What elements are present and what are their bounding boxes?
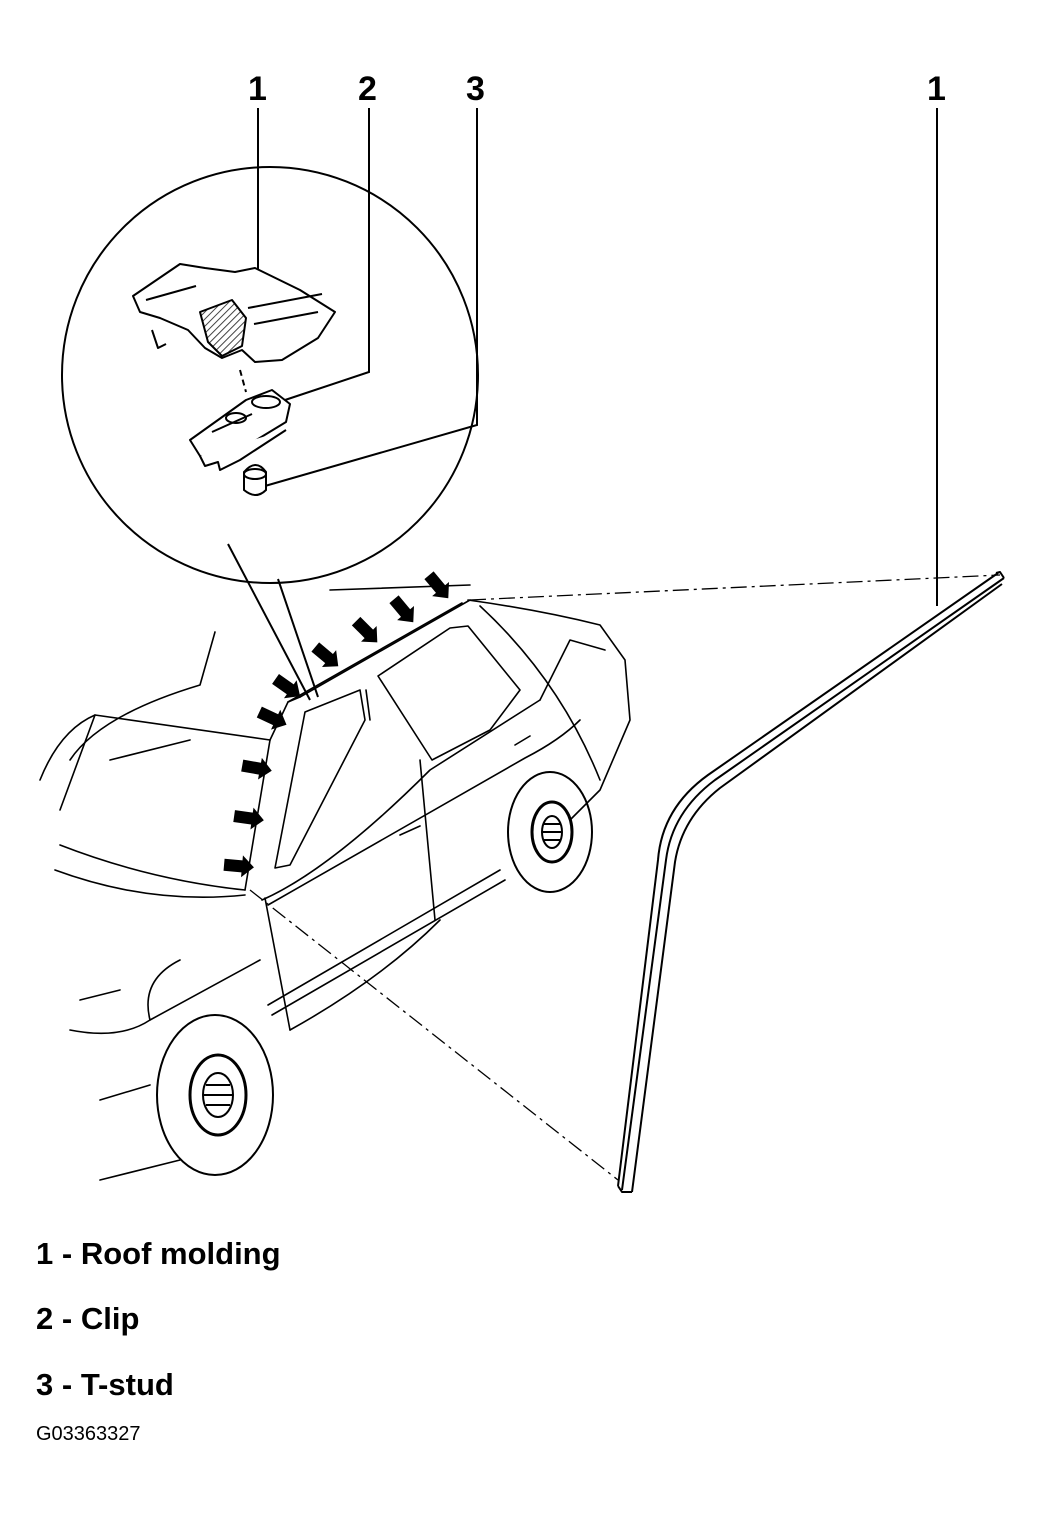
- callout-3: 3: [466, 70, 485, 108]
- front-wheel: [156, 1014, 274, 1176]
- legend-separator: -: [61, 1301, 73, 1336]
- molding-section-detail: [132, 263, 336, 363]
- car-body: [39, 584, 631, 1181]
- legend-separator: -: [61, 1236, 73, 1271]
- legend-text: T-stud: [80, 1367, 174, 1402]
- callout-2: 2: [358, 70, 377, 108]
- legend-number: 3: [36, 1367, 54, 1402]
- roof-molding-diagram: [39, 108, 1005, 1193]
- legend-separator: -: [61, 1367, 73, 1402]
- legend-number: 2: [36, 1301, 54, 1336]
- callout-1-right: 1: [927, 70, 946, 108]
- rear-wheel: [507, 771, 593, 893]
- projection-lines: [249, 574, 1001, 1181]
- legend-item-clip: 2 - Clip: [36, 1303, 139, 1334]
- detail-circle: [61, 166, 479, 701]
- legend-number: 1: [36, 1236, 54, 1271]
- legend-item-t-stud: 3 - T-stud: [36, 1369, 174, 1400]
- roof-molding-strip: [617, 571, 1005, 1193]
- t-stud-detail: [243, 464, 267, 496]
- clip-detail: [189, 369, 291, 471]
- clip-position-arrows: [223, 568, 457, 879]
- callout-1-left: 1: [248, 70, 267, 108]
- figure-id: G03363327: [36, 1423, 141, 1445]
- legend-text: Clip: [80, 1301, 140, 1336]
- legend-text: Roof molding: [80, 1236, 281, 1271]
- legend-item-roof-molding: 1 - Roof molding: [36, 1238, 281, 1269]
- leader-lines: [257, 108, 938, 606]
